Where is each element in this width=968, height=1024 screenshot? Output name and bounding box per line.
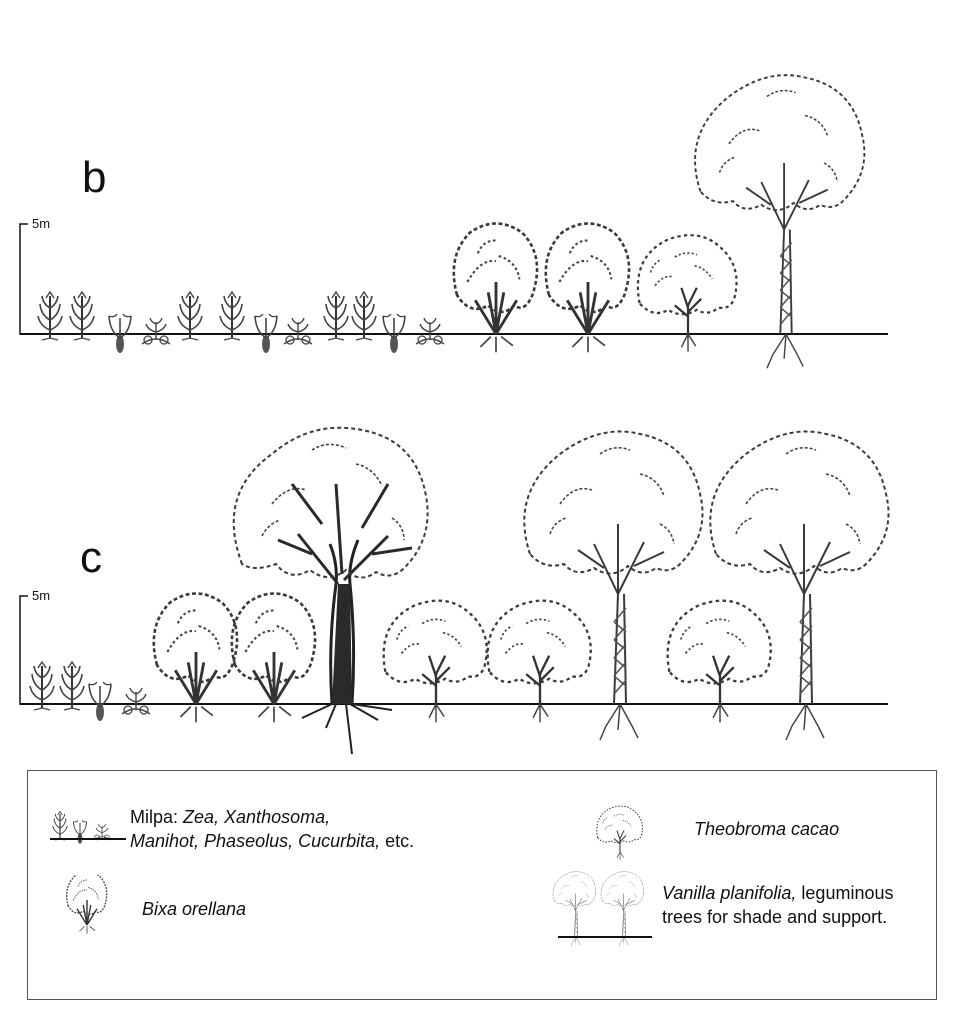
bixa-name: Bixa orellana xyxy=(142,899,247,919)
cacao-name: Theobroma cacao xyxy=(694,819,840,839)
panel-c-scale-label: 5m xyxy=(32,588,51,603)
panel-c-bixa-1 xyxy=(152,592,239,724)
panel-b-bixa-2 xyxy=(544,222,631,354)
milpa-line2: Manihot, Phaseolus, Cucurbita, xyxy=(130,831,381,851)
panel-b-scene xyxy=(19,74,888,370)
vanilla-legend-label: Vanilla planifolia, leguminous trees for… xyxy=(662,881,893,929)
cacao-legend-label: Theobroma cacao xyxy=(694,817,839,841)
panel-b-milpa xyxy=(37,291,445,354)
panel-b-label: b xyxy=(82,153,107,202)
bixa-legend-label: Bixa orellana xyxy=(142,897,246,921)
panel-b-shade-tree xyxy=(694,74,866,370)
panel-b-scale-bar xyxy=(19,223,28,335)
panel-c-label: c xyxy=(80,533,102,582)
panel-c-scale-bar xyxy=(19,595,28,705)
panel-c-bixa-2 xyxy=(230,592,317,724)
panel-c-large-tree xyxy=(232,426,430,756)
panel-b-bixa-1 xyxy=(452,222,539,354)
milpa-legend-icon xyxy=(50,810,126,845)
vanilla-line2: trees for shade and support. xyxy=(662,907,888,927)
milpa-prefix: Milpa: xyxy=(130,807,184,827)
panel-c-shade-tree-1 xyxy=(523,430,704,741)
milpa-legend-label: Milpa: Zea, Xanthosoma, Manihot, Phaseol… xyxy=(130,805,414,853)
panel-c-milpa xyxy=(29,661,151,722)
panel-c-shade-tree-2 xyxy=(709,430,890,741)
vanilla-line1: Vanilla planifolia, xyxy=(662,883,797,903)
panel-c-scene xyxy=(19,426,890,756)
vanilla-line1-suffix: leguminous xyxy=(796,883,894,903)
milpa-line1: Zea, Xanthosoma, xyxy=(183,807,331,827)
vanilla-legend-icon xyxy=(552,871,652,946)
bixa-legend-icon xyxy=(66,875,108,935)
agroforestry-profile-diagram xyxy=(19,74,890,756)
cacao-legend-icon xyxy=(596,805,643,861)
milpa-line2-suffix: etc. xyxy=(380,831,415,851)
legend-box: Milpa: Zea, Xanthosoma, Manihot, Phaseol… xyxy=(27,770,937,1000)
panel-b-scale-label: 5m xyxy=(32,216,51,231)
